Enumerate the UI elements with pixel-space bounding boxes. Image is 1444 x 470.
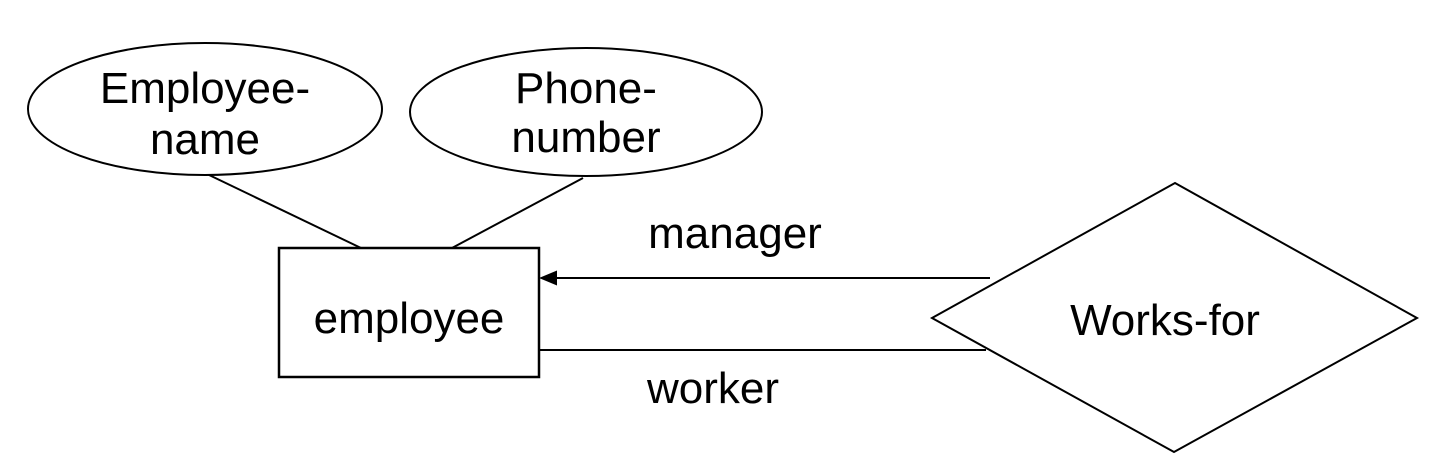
attribute-node-phone-number: Phone- number	[409, 47, 763, 177]
arrowhead-icon	[539, 270, 557, 286]
relationship-label: Works-for	[1070, 296, 1260, 345]
edge-worker: worker	[540, 349, 986, 413]
relationship-node-works-for: Works-for	[929, 181, 1420, 454]
attribute-label-line1: Phone-	[515, 64, 657, 113]
entity-rectangle	[277, 246, 541, 379]
entity-label: employee	[314, 294, 505, 343]
attribute-node-employee-name: Employee- name	[27, 42, 383, 176]
connector-employee-name-to-employee	[206, 173, 362, 249]
relationship-diamond	[929, 181, 1420, 454]
attribute-label-line2: number	[511, 113, 660, 162]
attribute-ellipse-employee-name	[27, 42, 383, 176]
manager-edge-label: manager	[648, 209, 822, 258]
worker-edge-label: worker	[646, 364, 779, 413]
attribute-ellipse-phone-number	[409, 47, 763, 177]
attribute-label-line2: name	[150, 115, 260, 164]
attribute-label-line1: Employee-	[100, 64, 310, 113]
connector-phone-number-to-employee	[451, 177, 584, 249]
entity-node-employee: employee	[277, 246, 541, 379]
edge-manager: manager	[539, 209, 990, 286]
